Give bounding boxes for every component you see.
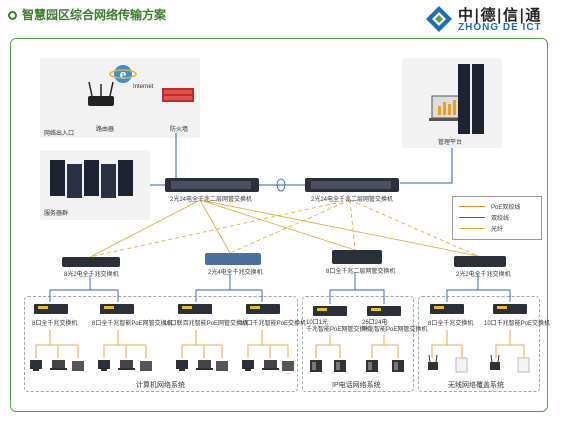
access-7-label: 8口全千兆交换机 — [428, 321, 474, 327]
wireless-zone — [418, 296, 540, 392]
agg-1-label: 8光2电全千兆交换机 — [64, 272, 119, 278]
agg-2-label: 2光4电全千兆交换机 — [208, 270, 263, 276]
core-switch-left-icon — [165, 178, 259, 192]
router-icon — [88, 81, 114, 106]
rack-server-icon — [458, 64, 484, 134]
company-logo: 中|德|信|通 ZHONG DE ICT — [424, 4, 570, 36]
internet-label: Internet — [133, 84, 154, 90]
legend-fiber: 光纤 — [459, 224, 539, 233]
fiber-lines — [89, 199, 479, 258]
ip-phone-zone — [302, 296, 414, 392]
legend: PoE双绞线 双绞线 光纤 — [452, 196, 542, 240]
server-group-icon — [50, 160, 133, 198]
mgmt-platform-label: 管理平台 — [438, 140, 463, 146]
access-switches — [34, 304, 527, 316]
agg-switch-3-icon — [332, 250, 382, 264]
mgmt-monitor-icon — [429, 95, 467, 121]
agg-switch-1-icon — [62, 257, 120, 267]
wireless-zone-label: 无线网络覆盖系统 — [446, 380, 506, 390]
fiber-dashed-lines — [89, 199, 479, 258]
svg-text:e: e — [120, 67, 127, 83]
network-exit-label: 网络出入口 — [44, 131, 75, 137]
ring-icon — [8, 11, 17, 20]
logo-en: ZHONG DE ICT — [458, 22, 542, 33]
endpoint-lines — [35, 330, 525, 358]
legend-twisted: 双绞线 — [459, 213, 539, 222]
ip-phone-zone-label: IP电话网络系统 — [330, 380, 383, 390]
diagram-frame — [10, 38, 548, 412]
twisted-lines — [49, 272, 511, 304]
access-1-label: 8口全千兆交换机 — [32, 321, 78, 327]
core-right-label: 2光24电全千兆二层网管交换机 — [311, 197, 394, 203]
access-5-label: 10口1光 千兆智能PoE网管交换机 — [306, 320, 372, 333]
agg-switch-4-icon — [454, 256, 506, 267]
access-3-label: 10口联百兆智能PoE网管交换机 — [164, 321, 249, 327]
core-left-label: 2光24电全千兆二层网管交换机 — [170, 197, 253, 203]
core-switch-right-icon — [305, 178, 399, 192]
computer-zone — [24, 296, 298, 392]
diamond-logo-icon — [426, 6, 452, 32]
access-4-label: 10口千兆智能PoE交换机 — [240, 321, 307, 327]
server-label: 服务器群 — [44, 211, 69, 217]
access-8-label: 10口千兆智能PoE交换机 — [484, 321, 551, 327]
endpoint-devices — [30, 354, 530, 373]
access-2-label: 8口全千兆智能PoE网管交换机 — [92, 321, 173, 327]
access-6-label: 26口24电 千兆智能PoE网管交换机 — [362, 320, 428, 333]
router-label: 路由器 — [96, 127, 115, 133]
logo-cn: 中|德|信|通 — [458, 6, 542, 24]
agg-switch-2-icon — [205, 253, 261, 265]
page-title: 智慧园区综合网络传输方案 — [8, 6, 166, 23]
agg-3-label: 8口全千兆二层网管交换机 — [326, 269, 396, 275]
firewall-label: 防火墙 — [170, 127, 189, 133]
internet-icon: e — [109, 65, 137, 83]
legend-poe: PoE双绞线 — [459, 202, 539, 211]
page-title-text: 智慧园区综合网络传输方案 — [22, 8, 167, 22]
agg-4-label: 2光2电全千兆交换机 — [456, 272, 511, 278]
firewall-icon — [162, 88, 194, 102]
computer-zone-label: 计算机网络系统 — [134, 380, 187, 390]
